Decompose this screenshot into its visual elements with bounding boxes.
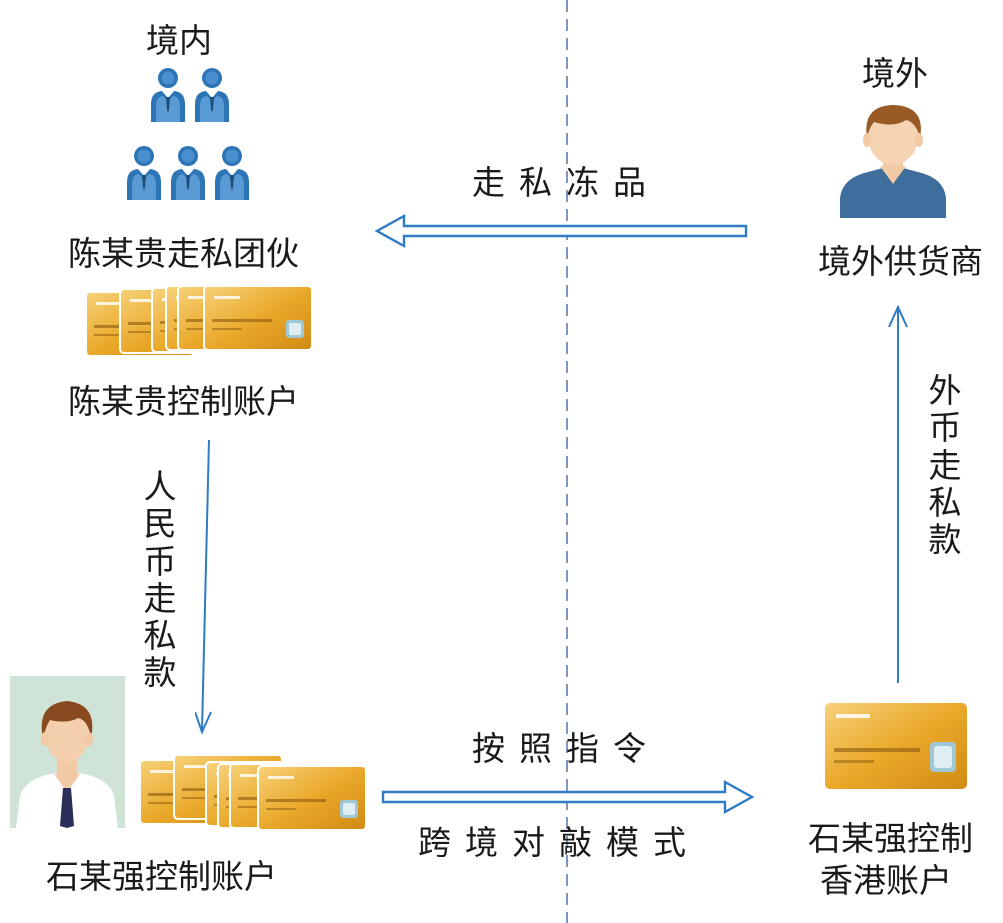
instruction-label: 按照指令 <box>472 729 660 768</box>
shi-card-stack-icon <box>140 754 367 831</box>
chen-card-stack-icon <box>86 286 313 357</box>
overseas-label: 境外 <box>862 54 928 93</box>
supplier-person-icon <box>840 105 946 218</box>
fx-smuggling-funds-label: 外 币 走 私 款 <box>928 371 962 560</box>
fx-transfer-arrow <box>888 305 908 683</box>
chen-account-label: 陈某贵控制账户 <box>68 382 299 421</box>
domestic-label: 境内 <box>146 21 212 60</box>
group-label: 陈某贵走私团伙 <box>68 234 299 273</box>
smuggle-goods-arrow <box>374 213 748 249</box>
rmb-transfer-arrow <box>195 440 212 735</box>
border-divider <box>566 0 568 923</box>
shi-account-label: 石某强控制账户 <box>46 857 277 896</box>
hk-card-icon <box>823 701 969 791</box>
smuggle-goods-label: 走私冻品 <box>472 163 660 202</box>
cross-border-offset-arrow <box>381 779 755 815</box>
shi-person-icon <box>10 676 125 828</box>
supplier-label: 境外供货商 <box>818 242 983 281</box>
mode-label: 跨境对敲模式 <box>418 823 700 862</box>
group-people-icon <box>127 68 249 200</box>
hk-account-label-line2: 香港账户 <box>820 861 952 900</box>
rmb-smuggling-funds-label: 人 民 币 走 私 款 <box>143 467 177 693</box>
hk-account-label-line1: 石某强控制 <box>808 819 973 858</box>
